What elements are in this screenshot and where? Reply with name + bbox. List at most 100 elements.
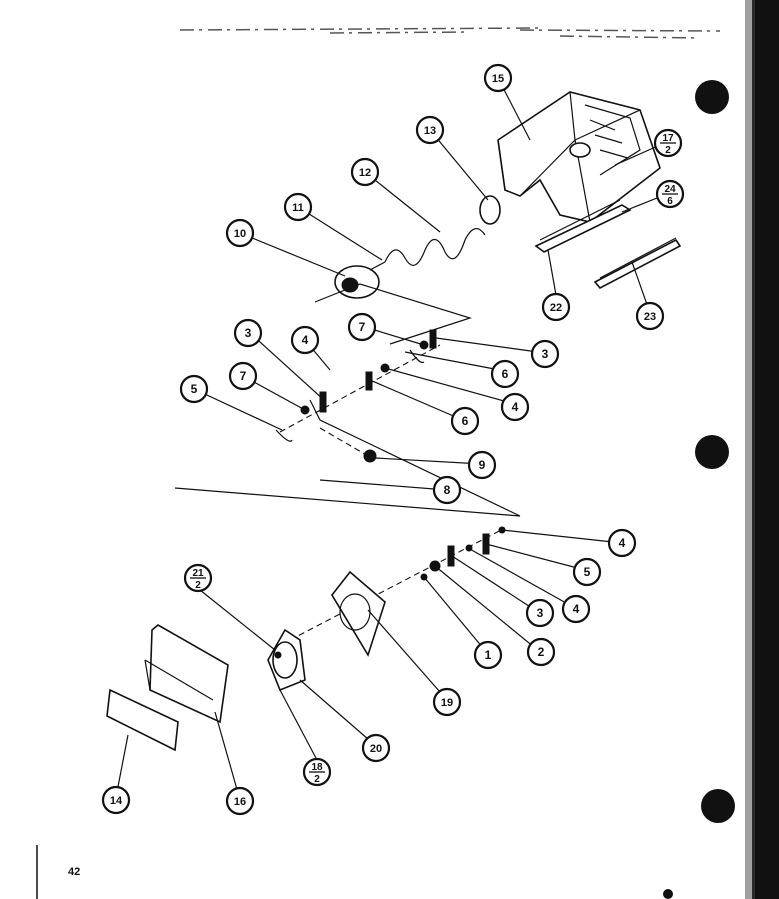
callout-label: 1 (485, 648, 492, 662)
callout-circle (415, 115, 445, 145)
callout-3: 3 (233, 318, 263, 348)
callout-circle (179, 374, 209, 404)
linkage-middle (174, 329, 521, 517)
callout-label: 3 (542, 347, 549, 361)
binder-hole-top (695, 80, 729, 114)
callout-19: 19 (432, 687, 462, 717)
callout-24-6: 246 (655, 179, 685, 209)
callout-label: 12 (359, 167, 371, 179)
callout-label: 8 (444, 483, 451, 497)
binder-hole-bottom (701, 789, 735, 823)
callout-label: 3 (245, 326, 252, 340)
callout-label: 4 (619, 536, 626, 550)
callout-circle (290, 325, 320, 355)
callout-label: 15 (492, 73, 504, 85)
callout-label: 4 (302, 333, 309, 347)
callout-circle (530, 339, 560, 369)
callout-circle (228, 361, 258, 391)
callout-sub: 6 (667, 196, 673, 207)
callout-label: 10 (234, 228, 246, 240)
callout-label: 19 (441, 697, 453, 709)
callout-5: 5 (572, 557, 602, 587)
callout-circle (347, 312, 377, 342)
callout-12: 12 (350, 157, 380, 187)
callout-8: 8 (432, 475, 462, 505)
callout-1: 1 (473, 640, 503, 670)
callout-13: 13 (415, 115, 445, 145)
callout-10: 10 (225, 218, 255, 248)
callout-sub: 2 (665, 145, 671, 156)
callout-22: 22 (541, 292, 571, 322)
callout-label: 9 (479, 458, 486, 472)
rail-22-part (534, 199, 632, 253)
callout-7: 7 (228, 361, 258, 391)
callout-6: 6 (450, 406, 480, 436)
callout-18-2: 182 (302, 757, 332, 787)
page-number: 42 (68, 866, 81, 878)
callout-label: 23 (644, 311, 656, 323)
callout-circle (490, 359, 520, 389)
callout-circle (525, 598, 555, 628)
callout-label: 5 (191, 382, 198, 396)
callout-7: 7 (347, 312, 377, 342)
callout-circle (361, 733, 391, 763)
callout-circle (350, 157, 380, 187)
callout-16: 16 (225, 786, 255, 816)
callout-2: 2 (526, 637, 556, 667)
plate-19-part (331, 570, 386, 657)
scan-artifacts (36, 0, 779, 899)
callout-circle (283, 192, 313, 222)
callout-21-2: 212 (183, 563, 213, 593)
callout-circle (233, 318, 263, 348)
callout-6: 6 (490, 359, 520, 389)
callout-circle (526, 637, 556, 667)
callout-label: 20 (370, 743, 382, 755)
callout-label: 2 (538, 645, 545, 659)
ice-bucket-part (497, 91, 661, 223)
callout-label: 7 (240, 369, 247, 383)
callout-label: 5 (584, 565, 591, 579)
callout-circle (225, 218, 255, 248)
bezel-16-part (144, 624, 229, 724)
callout-circle (432, 475, 462, 505)
callout-sub: 2 (195, 580, 201, 591)
callout-circle (473, 640, 503, 670)
callout-label: 11 (292, 202, 304, 214)
cam-20-part (267, 628, 306, 692)
callout-3: 3 (525, 598, 555, 628)
callout-label: 4 (512, 400, 519, 414)
callout-label: 18 (311, 762, 323, 773)
callout-label: 14 (110, 795, 123, 807)
callout-circle (572, 557, 602, 587)
callout-label: 6 (502, 367, 509, 381)
callout-label: 17 (662, 133, 674, 144)
callout-label: 6 (462, 414, 469, 428)
callout-sub: 2 (314, 774, 320, 785)
callout-circle (607, 528, 637, 558)
callout-14: 14 (101, 785, 131, 815)
callout-circle (225, 786, 255, 816)
callout-label: 16 (234, 796, 246, 808)
callout-circle (500, 392, 530, 422)
callout-circle (541, 292, 571, 322)
callout-9: 9 (467, 450, 497, 480)
callout-3: 3 (530, 339, 560, 369)
auger-ring-13-part (479, 195, 501, 225)
callout-label: 4 (573, 602, 580, 616)
callout-23: 23 (635, 301, 665, 331)
callout-circle (483, 63, 513, 93)
binder-hole-middle (695, 435, 729, 469)
callout-label: 3 (537, 606, 544, 620)
callout-label: 22 (550, 302, 562, 314)
callout-4: 4 (607, 528, 637, 558)
callout-circle (101, 785, 131, 815)
callout-label: 24 (664, 184, 676, 195)
callout-circle (467, 450, 497, 480)
callout-label: 13 (424, 125, 436, 137)
rail-23-part (593, 237, 682, 290)
auger-motor-10-part (314, 265, 472, 345)
callout-4: 4 (561, 594, 591, 624)
callout-label: 21 (192, 568, 204, 579)
